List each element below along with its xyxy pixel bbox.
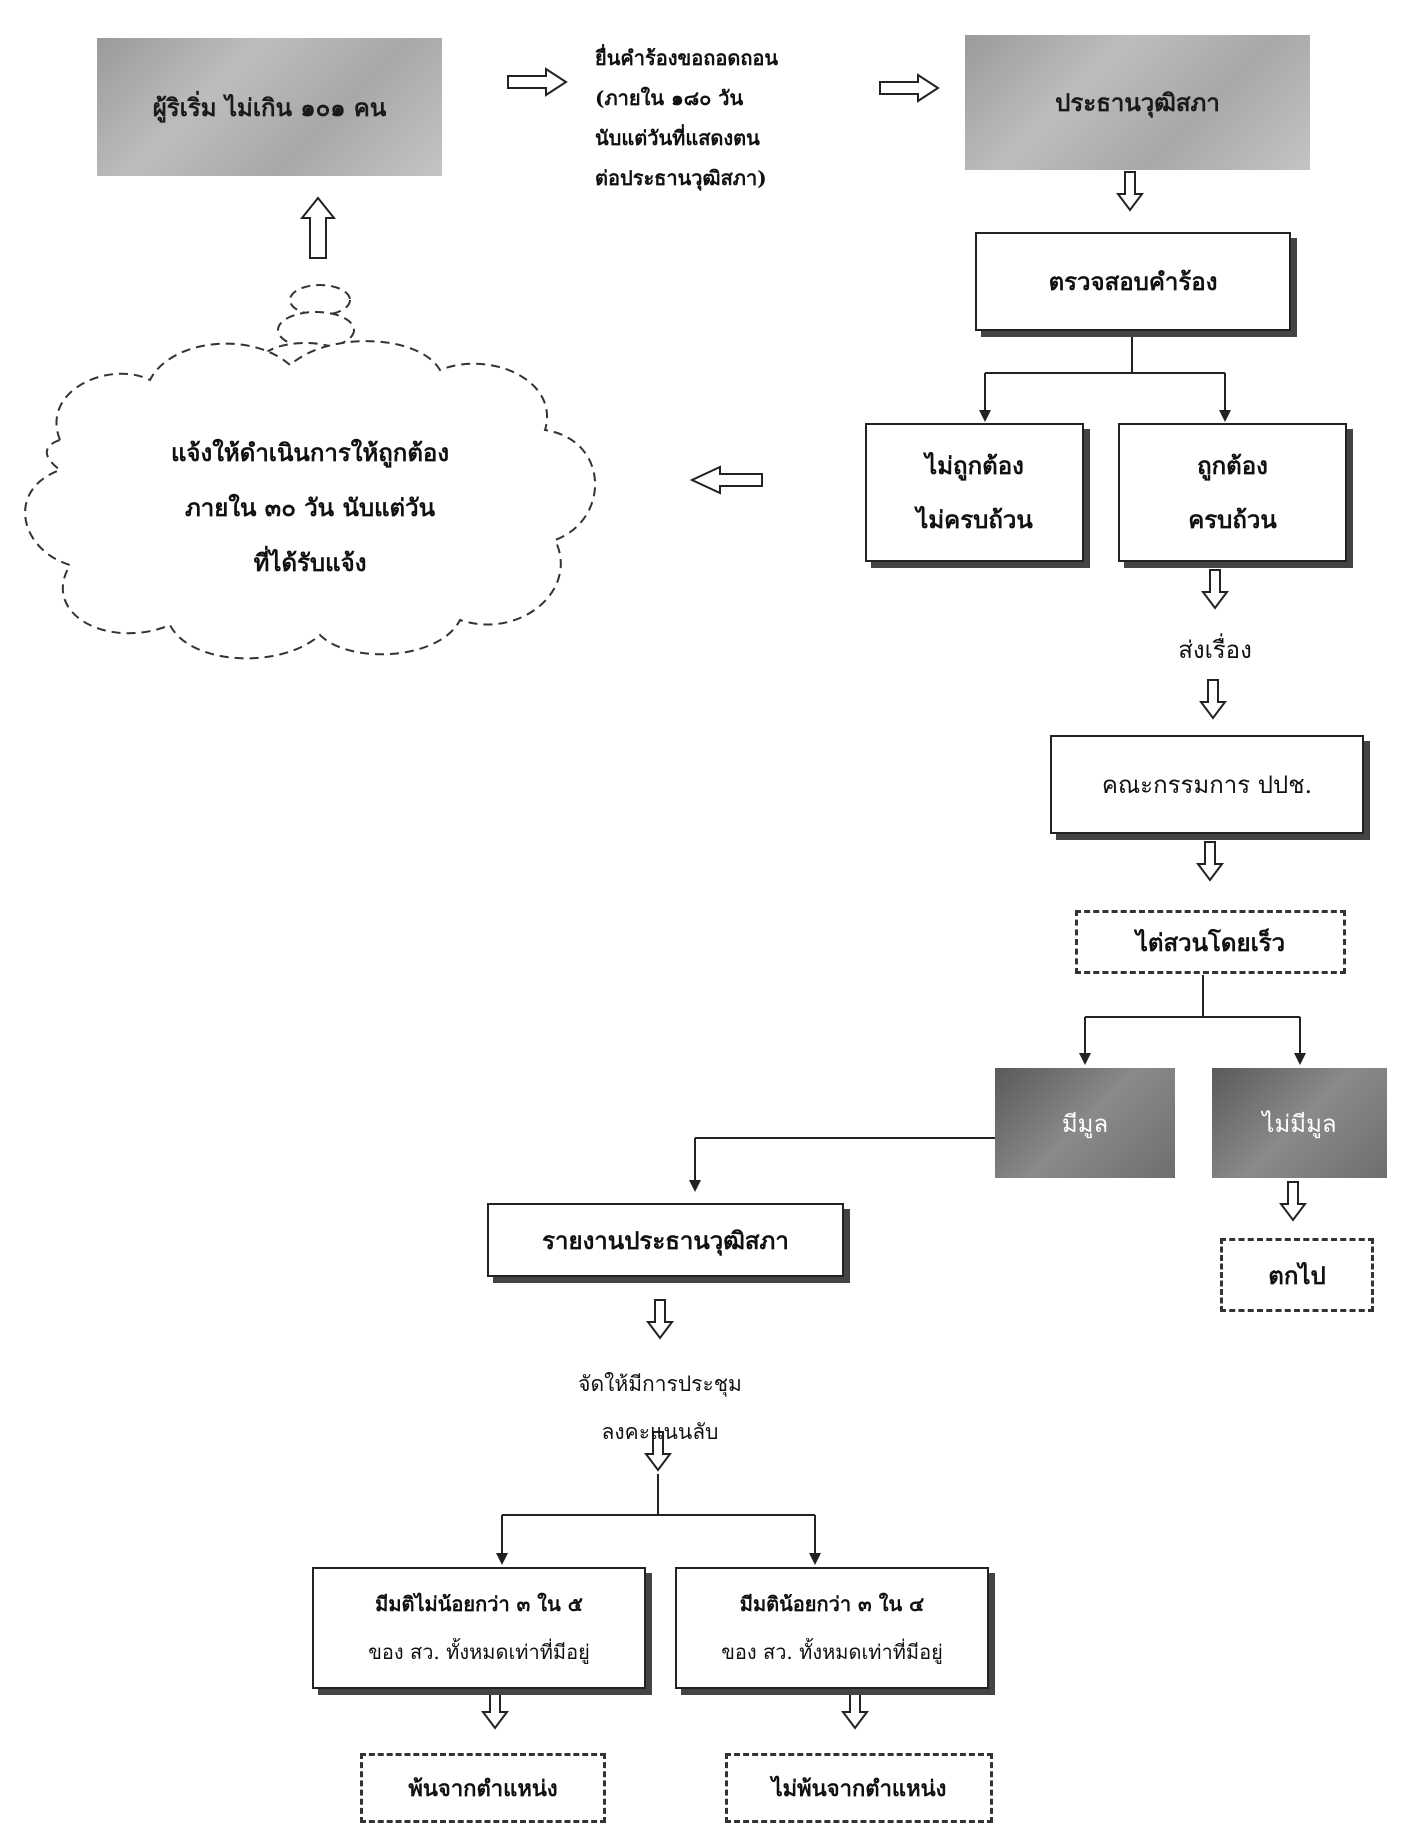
arrow-down-9 [842, 1689, 868, 1729]
vote-fail-box: มีมติน้อยกว่า ๓ ใน ๔ ของ สว. ทั้งหมดเท่า… [675, 1567, 989, 1689]
arrow-down-8 [482, 1689, 508, 1729]
not-removed-text: ไม่พ้นจากตำแหน่ง [771, 1775, 947, 1802]
arrow-down-5 [1280, 1181, 1306, 1221]
initiators-text: ผู้ริเริ่ม ไม่เกิน ๑๐๑ คน [152, 92, 387, 122]
report-text: รายงานประธานวุฒิสภา [542, 1225, 789, 1255]
cloud-line-2: ภายใน ๓๐ วัน นับแต่วัน [184, 493, 436, 522]
investigate-box: ไต่สวนโดยเร็ว [1075, 910, 1346, 974]
notify-cloud-text: แจ้งให้ดำเนินการให้ถูกต้อง ภายใน ๓๐ วัน … [80, 425, 540, 590]
dropped-text: ตกไป [1268, 1260, 1326, 1290]
cloud-line-3: ที่ได้รับแจ้ง [253, 548, 367, 577]
forward-text: ส่งเรื่อง [1178, 636, 1252, 664]
dropped-box: ตกไป [1220, 1238, 1374, 1312]
incorrect-line-1: ไม่ถูกต้อง [925, 450, 1024, 480]
submit-line-3: นับแต่วันที่แสดงตน [595, 126, 760, 150]
committee-box: คณะกรรมการ ปปช. [1050, 735, 1364, 834]
meeting-text: จัดให้มีการประชุม ลงคะแนนลับ [540, 1360, 780, 1456]
committee-text: คณะกรรมการ ปปช. [1101, 771, 1313, 799]
correct-box: ถูกต้อง ครบถ้วน [1118, 423, 1347, 562]
arrow-down-4 [1197, 841, 1223, 881]
submit-line-4: ต่อประธานวุฒิสภา) [595, 166, 767, 190]
verify-request-text: ตรวจสอบคำร้อง [1048, 267, 1218, 296]
senate-president-box: ประธานวุฒิสภา [965, 35, 1310, 170]
arrow-down-1 [1117, 171, 1143, 211]
correct-line-2: ครบถ้วน [1188, 504, 1277, 534]
arrow-down-2 [1202, 569, 1228, 609]
arrow-right-2 [879, 74, 939, 102]
incorrect-box: ไม่ถูกต้อง ไม่ครบถ้วน [865, 423, 1084, 562]
vote-pass-box: มีมติไม่น้อยกว่า ๓ ใน ๕ ของ สว. ทั้งหมดเ… [312, 1567, 646, 1689]
submit-line-2: (ภายใน ๑๘๐ วัน [595, 86, 744, 110]
incorrect-line-2: ไม่ครบถ้วน [916, 504, 1033, 534]
notify-cloud-shape [24, 284, 597, 660]
submit-line-1: ยื่นคำร้องขอถอดถอน [595, 46, 779, 70]
no-grounds-text: ไม่มีมูล [1262, 1109, 1337, 1138]
vote-fail-line-2: ของ สว. ทั้งหมดเท่าที่มีอยู่ [721, 1640, 943, 1664]
removed-box: พ้นจากตำแหน่ง [360, 1753, 606, 1823]
vote-pass-line-1: มีมติไม่น้อยกว่า ๓ ใน ๕ [375, 1592, 583, 1616]
arrow-left-hollow [689, 465, 763, 495]
vote-fail-line-1: มีมติน้อยกว่า ๓ ใน ๔ [739, 1592, 925, 1616]
verify-request-box: ตรวจสอบคำร้อง [975, 232, 1291, 331]
not-removed-box: ไม่พ้นจากตำแหน่ง [725, 1753, 993, 1823]
submit-request-text: ยื่นคำร้องขอถอดถอน (ภายใน ๑๘๐ วัน นับแต่… [595, 38, 820, 198]
vote-pass-line-2: ของ สว. ทั้งหมดเท่าที่มีอยู่ [368, 1640, 590, 1664]
arrow-up-hollow [299, 196, 337, 259]
senate-president-text: ประธานวุฒิสภา [1055, 88, 1220, 117]
arrow-down-6 [647, 1299, 673, 1339]
no-grounds-box: ไม่มีมูล [1212, 1068, 1387, 1178]
arrow-right-1 [507, 68, 567, 96]
investigate-text: ไต่สวนโดยเร็ว [1135, 927, 1286, 957]
has-grounds-text: มีมูล [1061, 1109, 1109, 1138]
meeting-line-2: ลงคะแนนลับ [601, 1420, 719, 1444]
report-box: รายงานประธานวุฒิสภา [487, 1203, 844, 1277]
meeting-line-1: จัดให้มีการประชุม [578, 1372, 742, 1396]
correct-line-1: ถูกต้อง [1197, 450, 1268, 480]
has-grounds-box: มีมูล [995, 1068, 1175, 1178]
removed-text: พ้นจากตำแหน่ง [408, 1775, 558, 1802]
cloud-line-1: แจ้งให้ดำเนินการให้ถูกต้อง [170, 438, 450, 467]
arrow-down-3 [1200, 679, 1226, 719]
initiators-box: ผู้ริเริ่ม ไม่เกิน ๑๐๑ คน [97, 38, 442, 176]
